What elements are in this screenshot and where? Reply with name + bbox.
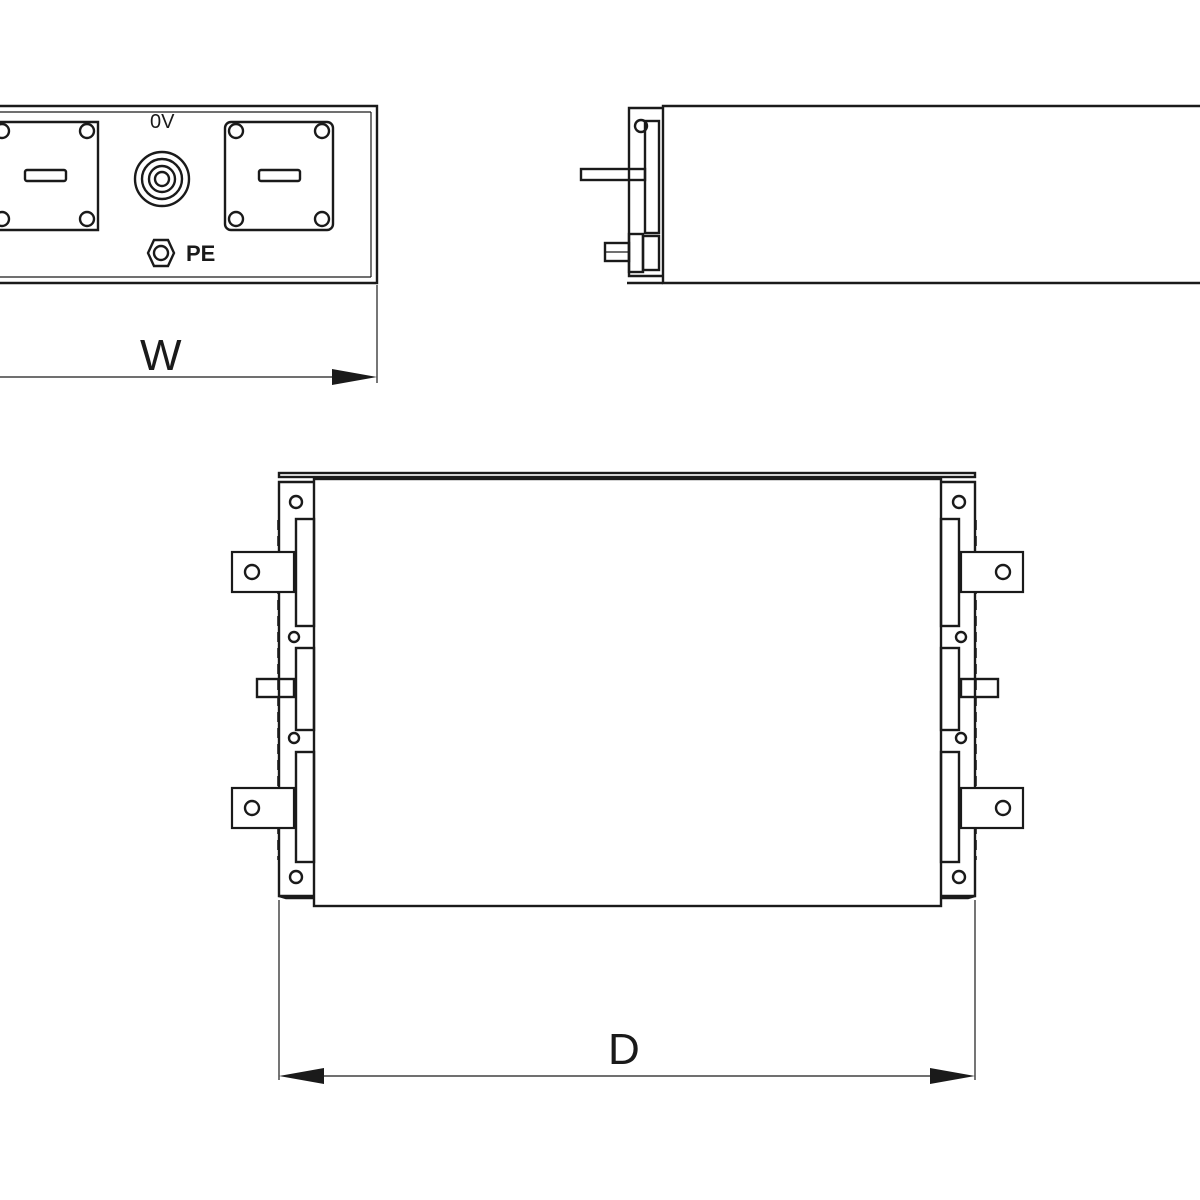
label-pe: PE [186, 241, 215, 266]
top-view-right-tab-lower [959, 786, 1025, 830]
front-terminal-left [0, 120, 100, 232]
connector-0v: 0V [133, 111, 191, 208]
top-view-rail [277, 471, 977, 479]
dimension-width-label: W [140, 331, 182, 380]
top-view-body [312, 477, 943, 908]
top-view: D [230, 471, 1025, 1084]
front-terminal-right [223, 120, 335, 232]
top-view-right-tab-upper [959, 550, 1025, 594]
dimension-depth-label: D [608, 1025, 640, 1074]
side-view-stud [579, 167, 647, 182]
side-view [579, 104, 1200, 285]
dimension-width: W [0, 285, 378, 385]
label-0v: 0V [150, 111, 175, 133]
front-view: 0V PE W [0, 104, 379, 385]
dimension-depth: D [278, 900, 976, 1084]
connector-pe: PE [146, 238, 215, 268]
top-view-left-flange [277, 480, 316, 900]
top-view-left-stud [255, 677, 296, 699]
side-view-housing [661, 104, 1200, 285]
top-view-right-flange [939, 480, 977, 900]
top-view-right-stud [959, 677, 1000, 699]
front-view-housing [0, 104, 379, 285]
top-view-left-tab-upper [230, 550, 296, 594]
top-view-left-tab-lower [230, 786, 296, 830]
